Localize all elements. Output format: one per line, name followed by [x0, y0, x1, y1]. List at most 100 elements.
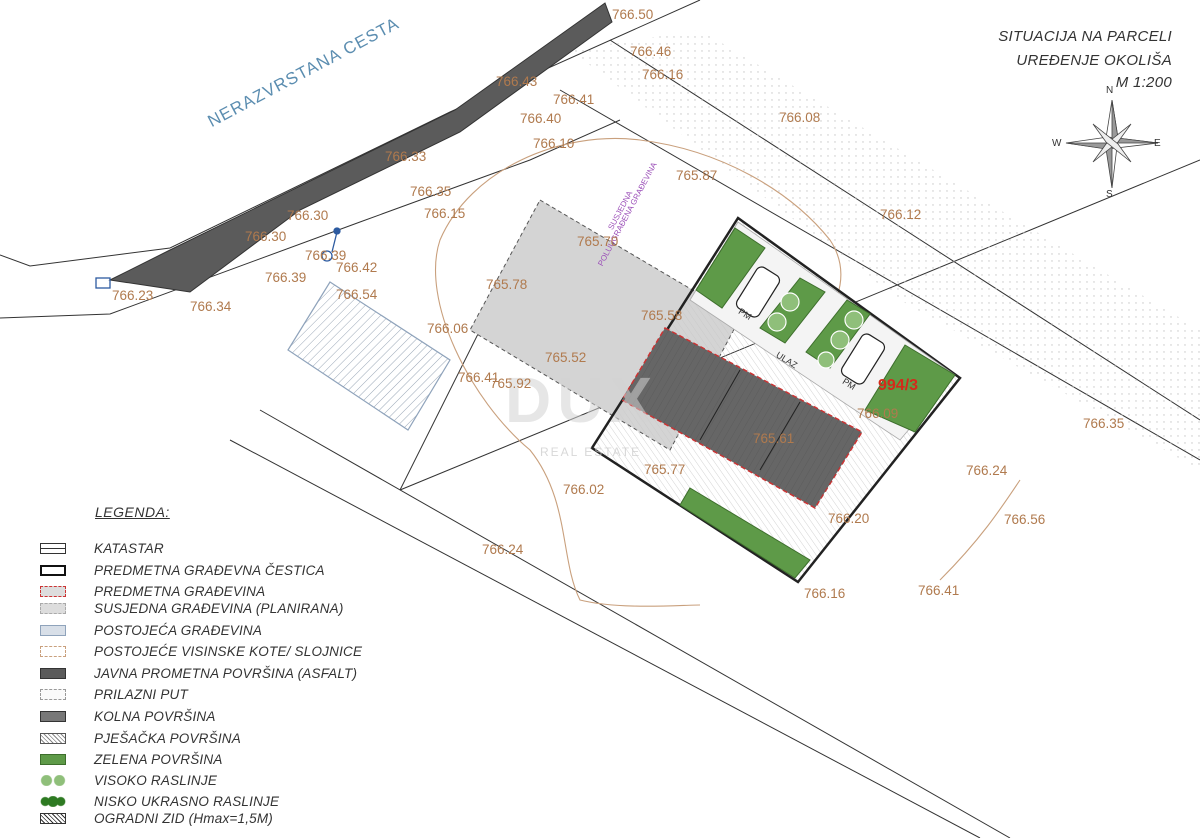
drawing-scale: M 1:200: [1115, 74, 1172, 91]
legend-label: KOLNA POVRŠINA: [94, 708, 216, 724]
elevation-30: 766.35: [1083, 416, 1125, 431]
building-roof-ridges: [699, 369, 801, 471]
elevation-38: 766.16: [804, 586, 846, 601]
elevation-29: 766.09: [857, 406, 899, 421]
parcel-number: 994/3: [878, 377, 919, 394]
compass-s: S: [1106, 189, 1113, 200]
elevation-21: 766.23: [112, 288, 154, 303]
elevation-12: 766.15: [424, 206, 466, 221]
elevation-28: 765.92: [490, 376, 532, 391]
elevation-35: 766.56: [1004, 512, 1046, 527]
elevation-3: 766.16: [642, 67, 684, 82]
elevation-1: 766.50: [612, 7, 654, 22]
elevation-15: 766.30: [245, 229, 287, 244]
legend-symbol-susjedna: [40, 602, 66, 614]
legend-item: KATASTAR: [40, 539, 164, 557]
drawing-subtitle: UREĐENJE OKOLIŠA: [1016, 52, 1172, 69]
legend-item: VISOKO RASLINJE: [40, 771, 217, 789]
legend-item: POSTOJEĆE VISINSKE KOTE/ SLOJNICE: [40, 642, 362, 660]
legend-item: PRILAZNI PUT: [40, 685, 188, 703]
legend-label: POSTOJEĆA GRAĐEVINA: [94, 622, 263, 638]
elevation-4: 766.43: [496, 74, 538, 89]
watermark-brand: DUX: [505, 364, 659, 436]
elevation-23: 765.78: [486, 277, 528, 292]
elevation-19: 766.39: [305, 248, 347, 263]
legend-label: POSTOJEĆE VISINSKE KOTE/ SLOJNICE: [94, 643, 363, 659]
watermark-sub: REAL ESTATE: [540, 445, 642, 459]
elevation-9: 766.33: [385, 149, 427, 164]
legend-item: POSTOJEĆA GRAĐEVINA: [40, 621, 262, 639]
legend-symbol-nisko: [40, 795, 66, 807]
asphalt-road: [108, 2, 613, 293]
legend-symbol-cestica: [40, 564, 66, 576]
elevation-7: 766.10: [533, 136, 575, 151]
access-road: [570, 30, 1200, 470]
legend-label: PREDMETNA GRAĐEVINA: [94, 583, 266, 599]
legend-label: OGRADNI ZID (Hmax=1,5M): [94, 810, 273, 826]
elevation-24: 765.58: [641, 308, 683, 323]
elevation-36: 766.20: [828, 511, 870, 526]
elevation-8: 766.08: [779, 110, 821, 125]
building-roof: [622, 328, 862, 508]
elevation-20: 766.54: [336, 287, 378, 302]
legend-item: PJEŠAČKA POVRŠINA: [40, 729, 241, 747]
elevation-34: 766.02: [563, 482, 605, 497]
drawing-title: SITUACIJA NA PARCELI: [998, 28, 1172, 45]
legend-symbol-kolna: [40, 710, 66, 722]
elevation-2: 766.46: [630, 44, 672, 59]
elevation-5: 766.41: [553, 92, 595, 107]
elevation-14: 766.30: [287, 208, 329, 223]
elevation-39: 766.41: [918, 583, 960, 598]
legend-symbol-prilazni: [40, 688, 66, 700]
legend-item: SUSJEDNA GRAĐEVINA (PLANIRANA): [40, 599, 344, 617]
legend-symbol-kote: [40, 645, 66, 657]
legend-item: PREDMETNA GRAĐEVNA ČESTICA: [40, 561, 325, 579]
compass-n: N: [1106, 85, 1114, 96]
elevation-26: 765.52: [545, 350, 587, 365]
legend-item: NISKO UKRASNO RASLINJE: [40, 792, 279, 810]
elevation-33: 766.24: [966, 463, 1008, 478]
elevation-13: 766.12: [880, 207, 922, 222]
north-arrow: [1065, 99, 1159, 189]
legend-label: VISOKO RASLINJE: [94, 772, 218, 788]
legend-label: PJEŠAČKA POVRŠINA: [94, 730, 241, 746]
legend-label: KATASTAR: [94, 540, 164, 556]
legend-item: KOLNA POVRŠINA: [40, 707, 216, 725]
legend-item: ZELENA POVRŠINA: [40, 750, 223, 768]
legend-label: PRILAZNI PUT: [94, 686, 188, 702]
existing-building: [287, 281, 451, 431]
compass-e: E: [1154, 138, 1161, 149]
legend-symbol-visoko: [40, 774, 66, 786]
legend-symbol-katastar: [40, 542, 66, 554]
parked-cars: [735, 266, 886, 385]
elevation-18: 765.70: [577, 234, 619, 249]
elevation-27: 766.41: [458, 370, 500, 385]
legend-label: ZELENA POVRŠINA: [94, 751, 223, 767]
elevation-31: 765.61: [753, 431, 795, 446]
legend-symbol-pjesacka: [40, 732, 66, 744]
legend-symbol-gradevina: [40, 585, 66, 597]
elevation-22: 766.34: [190, 299, 232, 314]
elevation-17: 766.42: [336, 260, 378, 275]
legend-symbol-postojeca: [40, 624, 66, 636]
legend-title: LEGENDA:: [95, 504, 170, 520]
legend-label: JAVNA PROMETNA POVRŠINA (ASFALT): [94, 665, 358, 681]
elevation-6: 766.40: [520, 111, 562, 126]
legend-item: OGRADNI ZID (Hmax=1,5M): [40, 809, 273, 827]
legend-symbol-zelena: [40, 753, 66, 765]
trees: [767, 292, 864, 369]
legend-item: JAVNA PROMETNA POVRŠINA (ASFALT): [40, 664, 357, 682]
elevation-37: 766.24: [482, 542, 524, 557]
legend-symbol-zid: [40, 812, 66, 824]
elevation-25: 766.06: [427, 321, 469, 336]
legend-item: PREDMETNA GRAĐEVINA: [40, 582, 265, 600]
utility-markers: [95, 227, 341, 289]
legend-label: NISKO UKRASNO RASLINJE: [94, 793, 280, 809]
elevation-16: 766.39: [265, 270, 307, 285]
compass-w: W: [1052, 138, 1062, 149]
legend-label: PREDMETNA GRAĐEVNA ČESTICA: [94, 562, 325, 578]
legend-label: SUSJEDNA GRAĐEVINA (PLANIRANA): [94, 600, 344, 616]
elevation-11: 766.35: [410, 184, 452, 199]
